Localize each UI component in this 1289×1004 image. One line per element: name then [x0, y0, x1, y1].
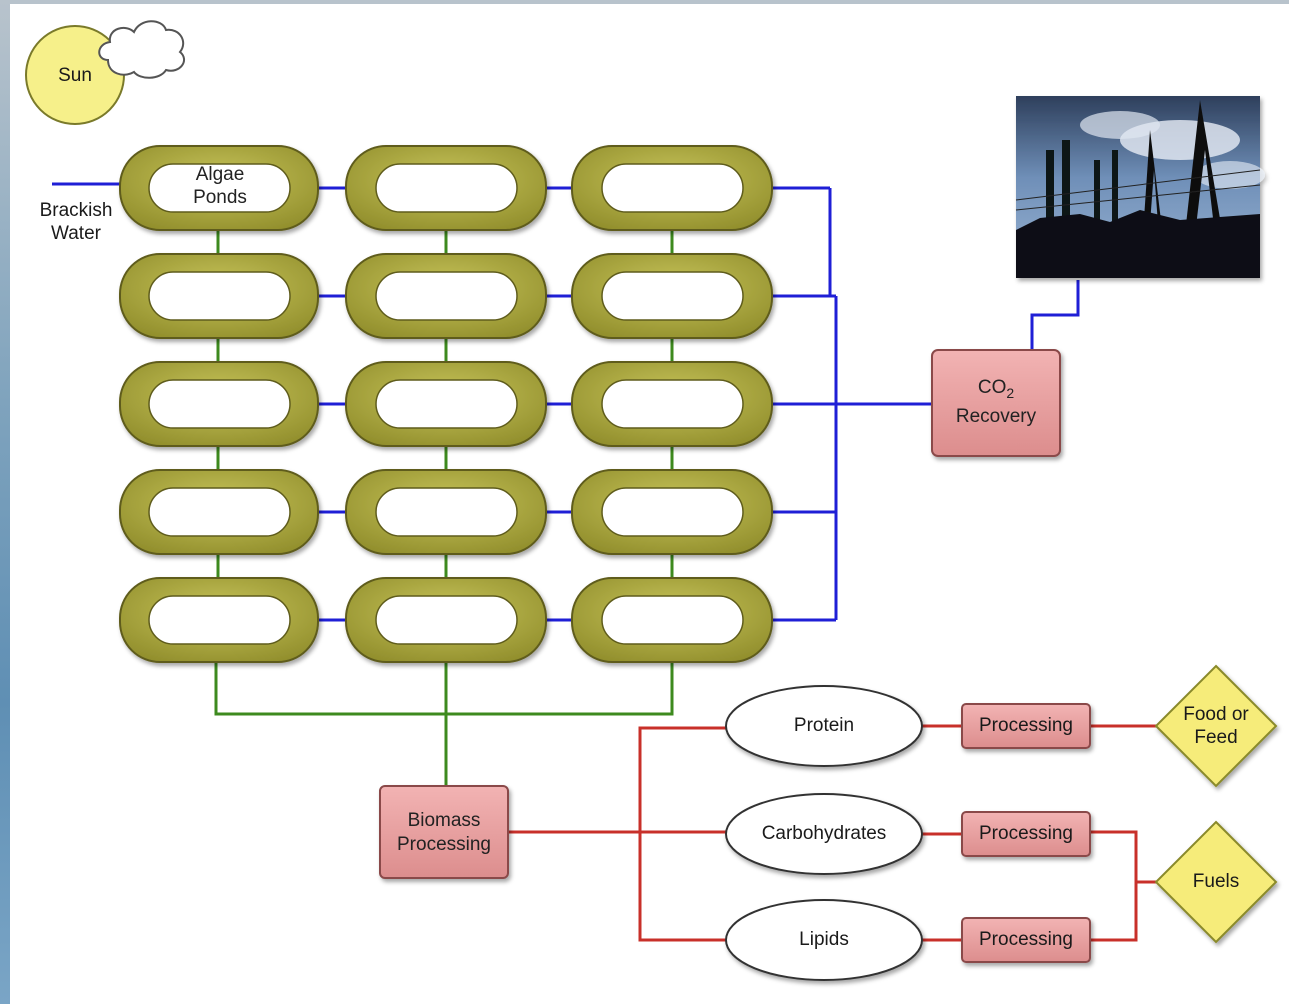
algae-pond — [119, 469, 319, 555]
algae-pond — [345, 469, 547, 555]
food-feed-diamond — [1154, 664, 1278, 788]
carbohydrates-ellipse — [725, 793, 923, 875]
processing-box-carbohydrates — [961, 811, 1091, 857]
algae-pond — [345, 145, 547, 231]
brackish-water-line1: Brackish — [39, 200, 113, 221]
processing-box-lipids — [961, 917, 1091, 963]
algae-pond — [119, 145, 319, 231]
brackish-water-label: Brackish Water — [26, 199, 126, 245]
algae-pond — [571, 577, 773, 663]
biomass-network — [214, 230, 674, 788]
cloud-icon — [98, 20, 185, 79]
co2-recovery-label: CO2 Recovery — [932, 376, 1060, 429]
co2-recovery-box — [931, 349, 1061, 457]
sun-label: Sun — [58, 65, 92, 86]
lipids-ellipse — [725, 899, 923, 981]
food-feed-line1: Food or — [1183, 704, 1249, 725]
processing-label-protein: Processing — [979, 715, 1073, 736]
processing-box-protein — [961, 703, 1091, 749]
biomass-processing-label: Biomass Processing — [380, 809, 508, 857]
fuels-label: Fuels — [1192, 871, 1240, 892]
lipids-label: Lipids — [799, 929, 849, 950]
co2-subscript: 2 — [1006, 384, 1015, 401]
protein-ellipse — [725, 685, 923, 767]
algae-pond — [571, 469, 773, 555]
co2-formula: CO2 — [932, 376, 1060, 405]
processing-label-lipids: Processing — [979, 929, 1073, 950]
algae-ponds-label: Algae Ponds — [150, 163, 290, 209]
co2-main: CO — [977, 377, 1007, 398]
recovery-text: Recovery — [955, 405, 1037, 427]
algae-pond — [119, 253, 319, 339]
biomass-line2: Processing — [397, 834, 491, 855]
food-feed-label: Food or Feed — [1166, 703, 1266, 749]
algae-ponds-line2: Ponds — [193, 187, 247, 208]
algae-pond — [571, 361, 773, 447]
algae-pond — [119, 577, 319, 663]
algae-ponds-line1: Algae — [195, 164, 245, 185]
algae-pond — [571, 145, 773, 231]
fuels-diamond — [1154, 820, 1278, 944]
algae-pond — [345, 253, 547, 339]
carbohydrates-label: Carbohydrates — [761, 823, 887, 844]
algae-pond — [345, 577, 547, 663]
protein-label: Protein — [793, 715, 855, 736]
processing-label-carbohydrates: Processing — [979, 823, 1073, 844]
biomass-line1: Biomass — [407, 810, 481, 831]
food-feed-line2: Feed — [1194, 727, 1238, 748]
algae-pond — [571, 253, 773, 339]
brackish-water-line2: Water — [51, 223, 101, 244]
biomass-processing-box — [379, 785, 509, 879]
water-network — [52, 182, 1080, 622]
algae-ponds-grid — [119, 145, 773, 663]
algae-pond — [345, 361, 547, 447]
algae-pond — [119, 361, 319, 447]
power-plant-photo — [1015, 96, 1265, 278]
